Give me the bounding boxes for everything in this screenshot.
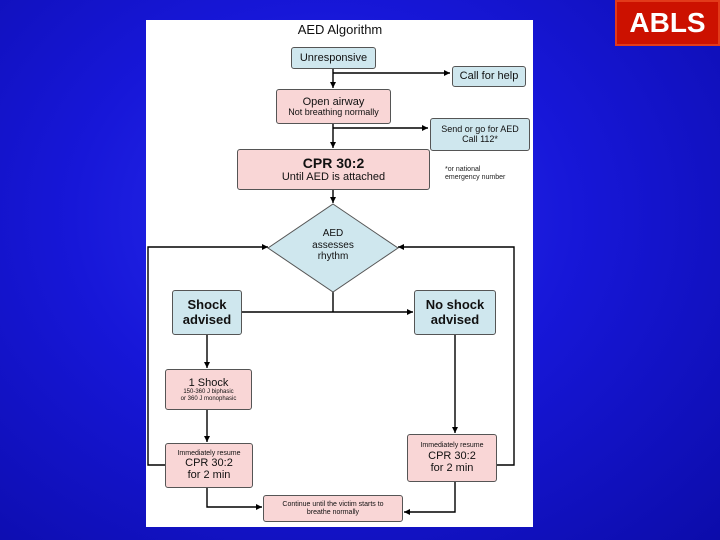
node-continue-line2: breathe normally — [306, 508, 360, 516]
node-no-shock-advised: No shock advised — [414, 290, 496, 335]
node-one-shock-line1: 1 Shock — [188, 376, 229, 389]
node-resume-right-line1: Immediately resume — [420, 442, 484, 450]
node-resume-left-line2: CPR 30:2 — [185, 457, 233, 470]
node-open-airway: Open airway Not breathing normally — [276, 89, 391, 124]
loop-right-to-aed — [398, 244, 515, 466]
node-shock-line2: advised — [182, 311, 232, 327]
node-cpr-line1: CPR 30:2 — [302, 154, 365, 171]
node-resume-right-line2: CPR 30:2 — [428, 449, 476, 462]
node-call-for-help-text: Call for help — [459, 70, 519, 83]
node-resume-left-line1: Immediately resume — [177, 449, 241, 457]
abls-badge: ABLS — [615, 0, 720, 46]
arrow-right-to-continue — [404, 482, 456, 515]
node-open-airway-line1: Open airway — [302, 95, 365, 108]
node-continue: Continue until the victim starts to brea… — [263, 495, 403, 522]
node-unresponsive: Unresponsive — [291, 47, 376, 69]
node-continue-line1: Continue until the victim starts to — [282, 500, 384, 508]
node-unresponsive-text: Unresponsive — [299, 51, 368, 64]
node-aed-line2: assesses — [312, 239, 354, 251]
node-aed-assesses: AED assesses rhythm — [270, 228, 396, 263]
badge-text: ABLS — [629, 7, 706, 38]
node-send-for-aed: Send or go for AED Call 112* — [430, 118, 530, 151]
node-one-shock-line2: 150-360 J biphasic — [183, 388, 234, 395]
node-shock-line1: Shock — [187, 297, 227, 313]
footnote-line2: emergency number — [445, 174, 506, 182]
node-no-shock-line1: No shock — [425, 297, 485, 313]
node-shock-advised: Shock advised — [172, 290, 242, 335]
node-no-shock-line2: advised — [430, 311, 480, 327]
aed-decision-diamond — [267, 203, 399, 293]
node-send-for-aed-line2: Call 112* — [462, 133, 498, 144]
loop-left-to-aed — [147, 244, 268, 466]
node-resume-left-line3: for 2 min — [187, 469, 231, 482]
node-open-airway-line2: Not breathing normally — [288, 106, 379, 117]
footnote-line1: *or national — [445, 166, 481, 173]
node-aed-line1: AED — [322, 228, 344, 239]
node-resume-right-line3: for 2 min — [430, 461, 474, 474]
footnote-emergency-number: *or national emergency number — [445, 166, 505, 182]
node-send-for-aed-line1: Send or go for AED — [441, 123, 519, 134]
arrow-left-to-continue — [206, 488, 262, 510]
node-resume-cpr-right: Immediately resume CPR 30:2 for 2 min — [407, 434, 497, 482]
node-cpr: CPR 30:2 Until AED is attached — [237, 149, 430, 190]
node-one-shock-line3: or 360 J monophasic — [180, 395, 237, 402]
node-one-shock: 1 Shock 150-360 J biphasic or 360 J mono… — [165, 369, 252, 410]
diagram-title: AED Algorithm — [297, 22, 383, 37]
node-cpr-line2: Until AED is attached — [281, 171, 386, 184]
node-resume-cpr-left: Immediately resume CPR 30:2 for 2 min — [165, 443, 253, 488]
node-call-for-help: Call for help — [452, 66, 526, 87]
node-aed-line3: rhythm — [317, 251, 349, 262]
